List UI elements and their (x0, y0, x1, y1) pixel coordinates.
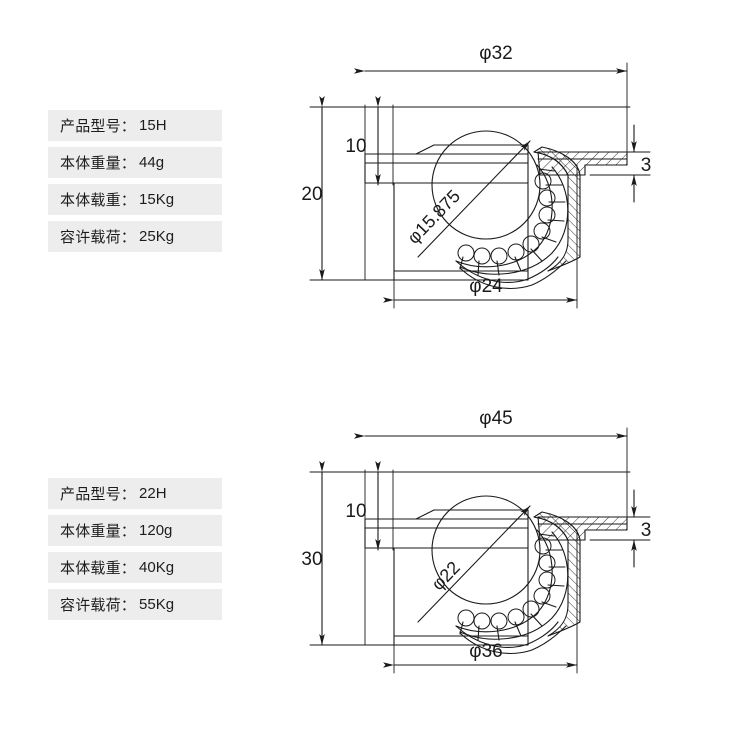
mounting-flange (537, 151, 628, 176)
spec-label: 本体载重： (60, 191, 137, 209)
spec-row: 产品型号： 22H (48, 478, 222, 509)
spec-table-22h: 产品型号： 22H 本体重量： 120g 本体载重： 40Kg 容许载荷： 55… (48, 478, 222, 626)
spec-value: 25Kg (139, 228, 175, 245)
ball-retainer (455, 529, 569, 641)
spec-label: 本体载重： (60, 559, 137, 577)
main-ball (431, 495, 541, 605)
label-body-diameter: φ24 (469, 276, 503, 297)
label-flange-thickness: 3 (641, 155, 652, 176)
shell-skirt (455, 256, 567, 289)
spec-row: 本体重量： 44g (48, 147, 222, 178)
spec-row: 容许载荷： 55Kg (48, 589, 222, 620)
spec-label: 产品型号： (60, 117, 137, 135)
spec-row: 本体载重： 15Kg (48, 184, 222, 215)
technical-drawing-22h: φ45 30 10 φ36 3 φ22 (290, 400, 690, 700)
label-outer-diameter: φ45 (479, 408, 512, 429)
label-flange-thickness: 3 (641, 520, 652, 541)
spec-value: 120g (139, 522, 173, 539)
ball-retainer (455, 164, 569, 276)
spec-label: 容许载荷： (60, 596, 137, 614)
technical-drawing-15h: φ32 20 10 φ24 3 φ15.875 (290, 35, 690, 335)
mounting-flange (537, 516, 628, 541)
label-outer-diameter: φ32 (479, 43, 512, 64)
label-body-diameter: φ36 (469, 641, 502, 662)
spec-value: 15H (139, 117, 167, 134)
spec-value: 22H (139, 485, 167, 502)
housing-body (393, 547, 529, 646)
label-upper-height: 10 (345, 136, 366, 157)
spec-value: 55Kg (139, 596, 175, 613)
label-ball-diameter: φ22 (427, 557, 463, 594)
spec-label: 本体重量： (60, 154, 137, 172)
spec-label: 本体重量： (60, 522, 137, 540)
spec-row: 本体载重： 40Kg (48, 552, 222, 583)
shell-skirt (455, 621, 567, 654)
spec-row: 容许载荷： 25Kg (48, 221, 222, 252)
label-total-height: 30 (301, 549, 322, 570)
ball-diameter-leader (417, 140, 531, 258)
spec-table-15h: 产品型号： 15H 本体重量： 44g 本体载重： 15Kg 容许载荷： 25K… (48, 110, 222, 258)
main-ball (431, 130, 541, 240)
spec-label: 容许载荷： (60, 228, 137, 246)
spec-label: 产品型号： (60, 485, 137, 503)
bearing-balls (457, 172, 556, 265)
spec-value: 44g (139, 154, 165, 171)
housing-body (393, 182, 529, 281)
spec-row: 产品型号： 15H (48, 110, 222, 141)
spec-value: 40Kg (139, 559, 175, 576)
label-upper-height: 10 (345, 501, 366, 522)
top-collar (364, 509, 529, 549)
top-collar (364, 144, 529, 184)
spec-row: 本体重量： 120g (48, 515, 222, 546)
spec-value: 15Kg (139, 191, 175, 208)
label-ball-diameter: φ15.875 (403, 186, 464, 248)
ball-diameter-leader (417, 505, 531, 623)
label-total-height: 20 (301, 184, 322, 205)
